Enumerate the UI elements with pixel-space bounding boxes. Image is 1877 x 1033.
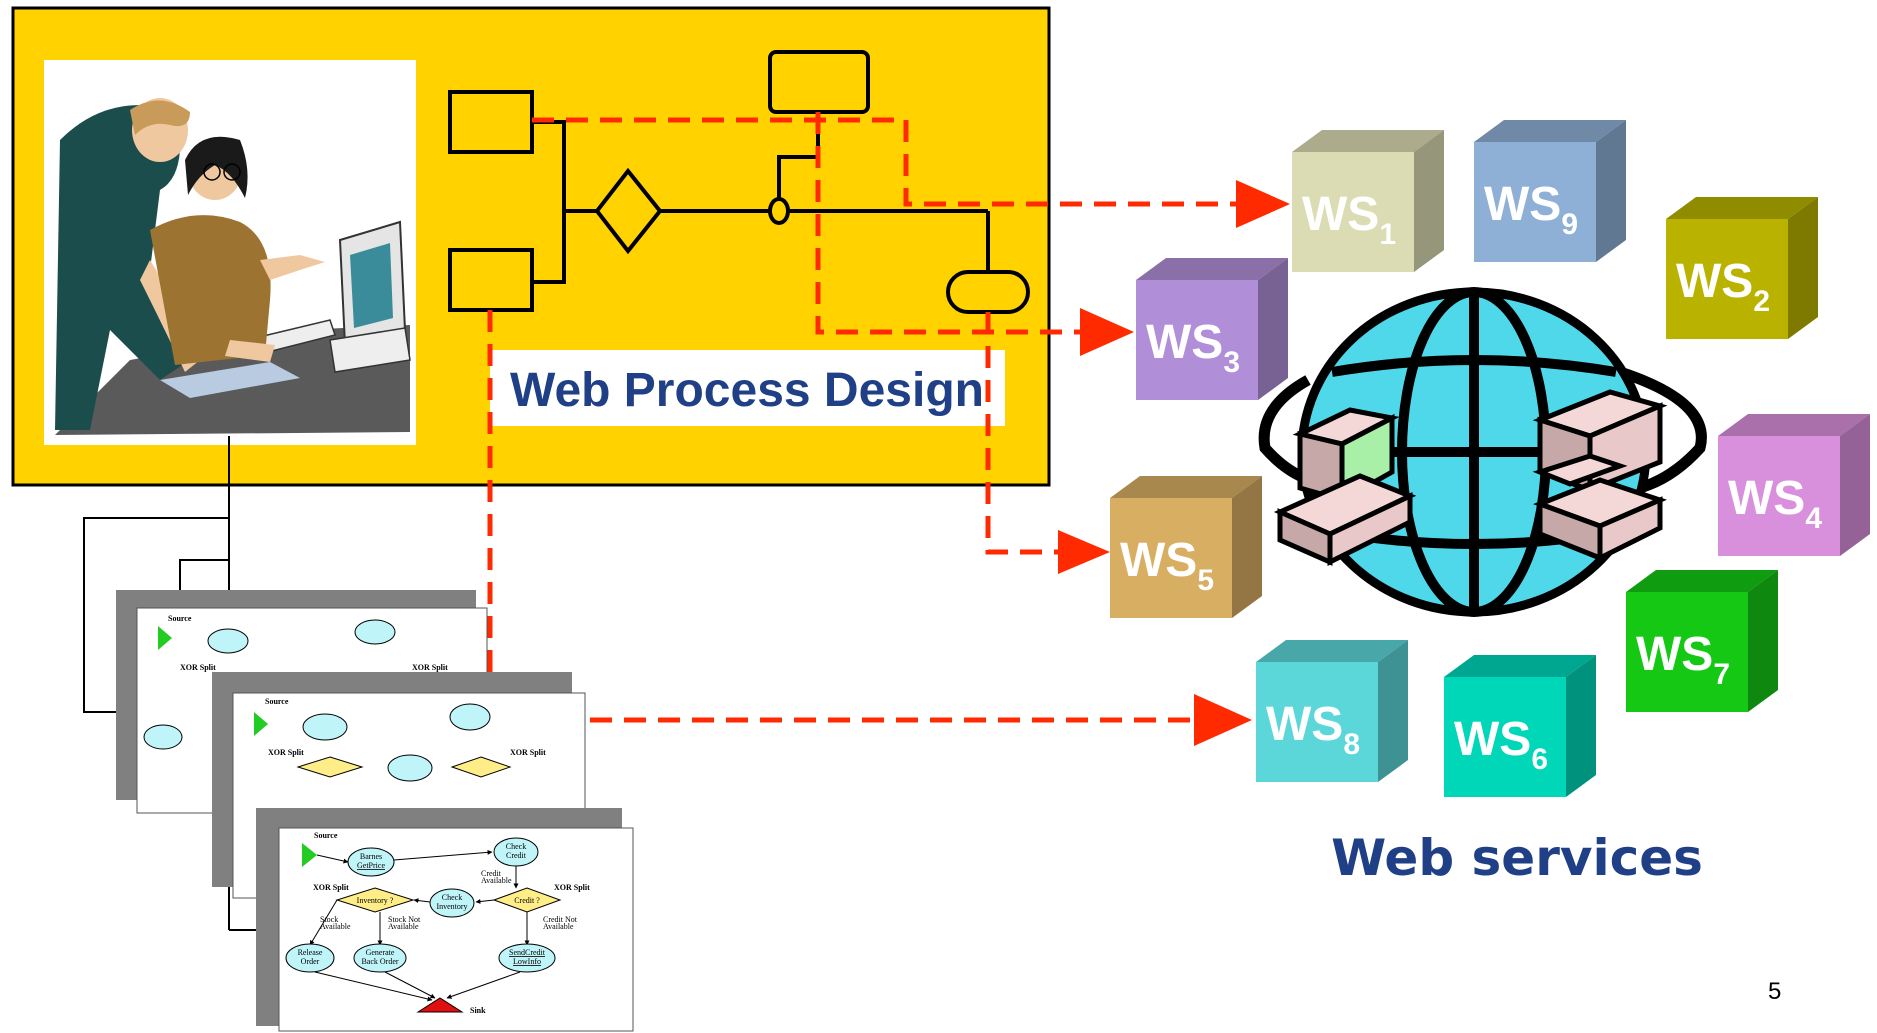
doc3-backorder-1: Generate (366, 948, 395, 957)
doc3-check-inv-2: Inventory (436, 902, 467, 911)
doc3-check-2: Credit (506, 851, 527, 860)
web-service-label-ws5: WS5 (1120, 534, 1214, 597)
web-service-ws2: WS2 (1666, 197, 1818, 339)
doc3-sendcredit-1: SendCredit (509, 948, 546, 957)
doc3-xor-right: XOR Split (554, 883, 590, 892)
doc3-stocknot-2: Available (388, 922, 419, 931)
doc1-xor-left: XOR Split (180, 663, 216, 672)
doc3-inventory-q: Inventory ? (357, 896, 394, 905)
web-services-label: Web services (1331, 829, 1703, 887)
doc3-stocknot-1: Stock Not (388, 915, 421, 924)
web-service-label-ws4: WS4 (1728, 472, 1822, 535)
web-service-ws9: WS9 (1474, 120, 1626, 262)
doc3-sink-label: Sink (470, 1006, 486, 1015)
doc3-check-1: Check (506, 842, 526, 851)
web-service-ws4: WS4 (1718, 414, 1870, 556)
doc3-release-2: Order (301, 957, 320, 966)
web-service-label-ws1: WS1 (1302, 188, 1396, 251)
doc3-source-label: Source (314, 831, 338, 840)
people-at-computer-illustration (44, 60, 416, 445)
doc3-barnes-2: GetPrice (357, 861, 385, 870)
web-service-label-ws2: WS2 (1676, 255, 1770, 318)
globe-icon (1258, 287, 1707, 617)
doc3-barnes-1: Barnes (360, 852, 382, 861)
doc3-release-1: Release (298, 948, 323, 957)
diagram-title: Web Process Design (510, 364, 984, 417)
doc3-creditnot-2: Available (543, 922, 574, 931)
web-service-ws8: WS8 (1256, 640, 1408, 782)
web-service-label-ws7: WS7 (1636, 628, 1730, 691)
doc2-xor-left: XOR Split (268, 748, 304, 757)
web-service-ws6: WS6 (1444, 655, 1596, 797)
doc1-xor-right: XOR Split (412, 663, 448, 672)
web-service-label-ws6: WS6 (1454, 713, 1548, 776)
doc3-stock-1: Stock (320, 915, 338, 924)
web-service-label-ws9: WS9 (1484, 178, 1578, 241)
doc2-source-label: Source (265, 697, 289, 706)
doc3-backorder-2: Back Order (361, 957, 398, 966)
web-service-label-ws3: WS3 (1146, 316, 1240, 379)
doc3-creditnot-1: Credit Not (543, 915, 578, 924)
doc3-check-inv-1: Check (442, 893, 462, 902)
arrowheads (1058, 180, 1290, 746)
doc3-credit-q: Credit ? (514, 896, 540, 905)
web-service-ws5: WS5 (1110, 476, 1262, 618)
workflow-document-3: Source Barnes GetPrice Check Credit Cred… (256, 808, 634, 1032)
doc3-credit-avail-2: Available (481, 876, 512, 885)
doc2-xor-right: XOR Split (510, 748, 546, 757)
page-number: 5 (1768, 978, 1781, 1005)
web-service-ws1: WS1 (1292, 130, 1444, 272)
web-service-ws7: WS7 (1626, 570, 1778, 712)
doc3-stock-2: Available (320, 922, 351, 931)
web-service-ws3: WS3 (1136, 258, 1288, 400)
web-service-label-ws8: WS8 (1266, 698, 1360, 761)
process-schematic (448, 50, 1030, 314)
title-box (490, 350, 1005, 426)
doc3-xor-left: XOR Split (313, 883, 349, 892)
doc1-source-label: Source (168, 614, 192, 623)
doc3-credit-avail-1: Credit (481, 869, 502, 878)
doc3-sendcredit-2: LowInfo (513, 957, 541, 966)
